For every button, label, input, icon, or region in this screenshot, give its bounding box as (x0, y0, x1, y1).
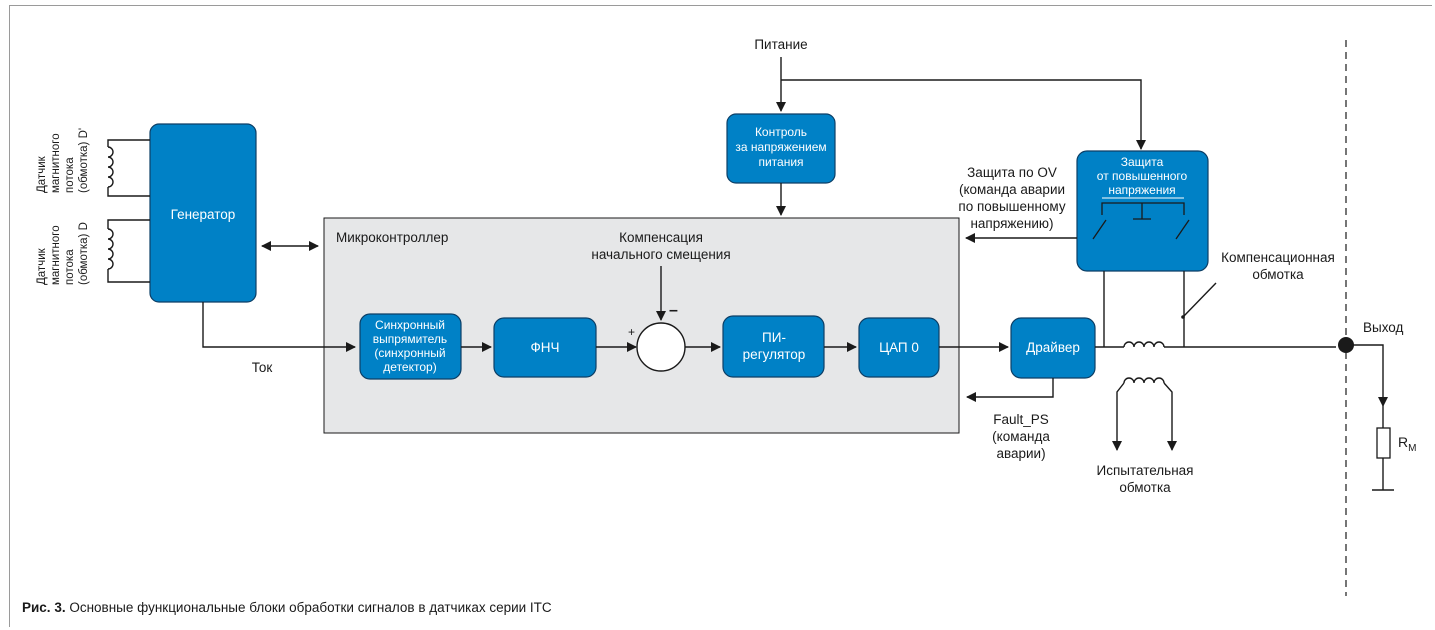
fault-ps-label: Fault_PS (команда аварии) (992, 412, 1050, 461)
caption-prefix: Рис. 3. (22, 600, 66, 615)
generator-block: Генератор (149, 123, 257, 303)
svg-text:по повышенному: по повышенному (958, 199, 1065, 214)
sensor-d-label: Датчик магнитного потока (обмотка) D (36, 222, 90, 285)
svg-text:Генератор: Генератор (171, 207, 236, 222)
sync-rectifier-block: Синхронный выпрямитель (синхронный детек… (359, 313, 462, 380)
svg-text:потока: потока (64, 157, 76, 193)
svg-text:(обмотка) D: (обмотка) D (78, 222, 90, 285)
svg-text:обмотка: обмотка (1252, 267, 1304, 282)
svg-text:Fault_PS: Fault_PS (993, 412, 1049, 427)
svg-text:Защита: Защита (1121, 155, 1164, 169)
output-label: Выход (1363, 320, 1404, 335)
svg-text:обмотка: обмотка (1119, 480, 1171, 495)
svg-text:ЦАП 0: ЦАП 0 (879, 340, 919, 355)
pi-regulator-block: ПИ- регулятор (722, 315, 825, 378)
microcontroller-label: Микроконтроллер (336, 230, 448, 245)
svg-text:Синхронный: Синхронный (375, 318, 445, 332)
svg-text:напряжения: напряжения (1108, 183, 1175, 197)
figure-frame (9, 5, 1432, 627)
test-coil (1123, 377, 1165, 384)
svg-text:(команда: (команда (992, 429, 1050, 444)
svg-text:(обмотка) D': (обмотка) D' (78, 128, 90, 193)
caption-text: Основные функциональные блоки обработки … (65, 600, 552, 615)
ov-protection-block: Защита от повышенного напряжения (1076, 150, 1209, 272)
compensation-coil (1123, 341, 1165, 348)
svg-text:за напряжением: за напряжением (735, 140, 826, 154)
svg-text:Защита по OV: Защита по OV (967, 165, 1057, 180)
power-label: Питание (754, 37, 807, 52)
svg-text:Компенсационная: Компенсационная (1221, 250, 1335, 265)
svg-text:Драйвер: Драйвер (1026, 340, 1080, 355)
svg-text:Датчик: Датчик (36, 247, 48, 285)
svg-text:регулятор: регулятор (743, 347, 806, 362)
svg-text:ФНЧ: ФНЧ (530, 340, 559, 355)
dac-block: ЦАП 0 (858, 317, 940, 378)
test-winding-label: Испытательная обмотка (1097, 463, 1194, 495)
current-label: Ток (252, 360, 273, 375)
minus-sign: – (669, 302, 678, 319)
svg-text:выпрямитель: выпрямитель (373, 332, 447, 346)
svg-text:Датчик: Датчик (36, 155, 48, 193)
svg-text:детектор): детектор) (383, 360, 436, 374)
svg-text:питания: питания (758, 155, 803, 169)
svg-text:аварии): аварии) (996, 446, 1045, 461)
rm-label: RM (1398, 434, 1416, 454)
svg-text:от повышенного: от повышенного (1097, 169, 1188, 183)
sensor-coil-d-prime (107, 139, 150, 197)
offset-comp-label-2: начального смещения (591, 247, 730, 262)
svg-text:(синхронный: (синхронный (374, 346, 445, 360)
load-resistor (1376, 427, 1391, 459)
svg-text:(команда аварии: (команда аварии (959, 182, 1065, 197)
figure-caption: Рис. 3. Основные функциональные блоки об… (22, 600, 552, 615)
offset-comp-label: Компенсация (619, 230, 703, 245)
svg-text:напряжению): напряжению) (970, 216, 1053, 231)
voltage-monitor-block: Контроль за напряжением питания (726, 113, 836, 184)
svg-text:Испытательная: Испытательная (1097, 463, 1194, 478)
lpf-block: ФНЧ (493, 317, 597, 378)
sensor-d-prime-label: Датчик магнитного потока (обмотка) D' (36, 128, 90, 193)
ov-protection-cmd-label: Защита по OV (команда аварии по повышенн… (958, 165, 1065, 231)
sensor-coil-d (107, 219, 150, 283)
driver-block: Драйвер (1010, 317, 1096, 379)
svg-text:Контроль: Контроль (755, 125, 807, 139)
compensation-winding-label: Компенсационная обмотка (1221, 250, 1335, 282)
svg-text:ПИ-: ПИ- (762, 330, 786, 345)
summing-junction (636, 322, 686, 372)
svg-text:потока: потока (64, 249, 76, 285)
plus-sign: + (628, 325, 635, 339)
svg-text:магнитного: магнитного (50, 225, 62, 285)
svg-text:магнитного: магнитного (50, 133, 62, 193)
